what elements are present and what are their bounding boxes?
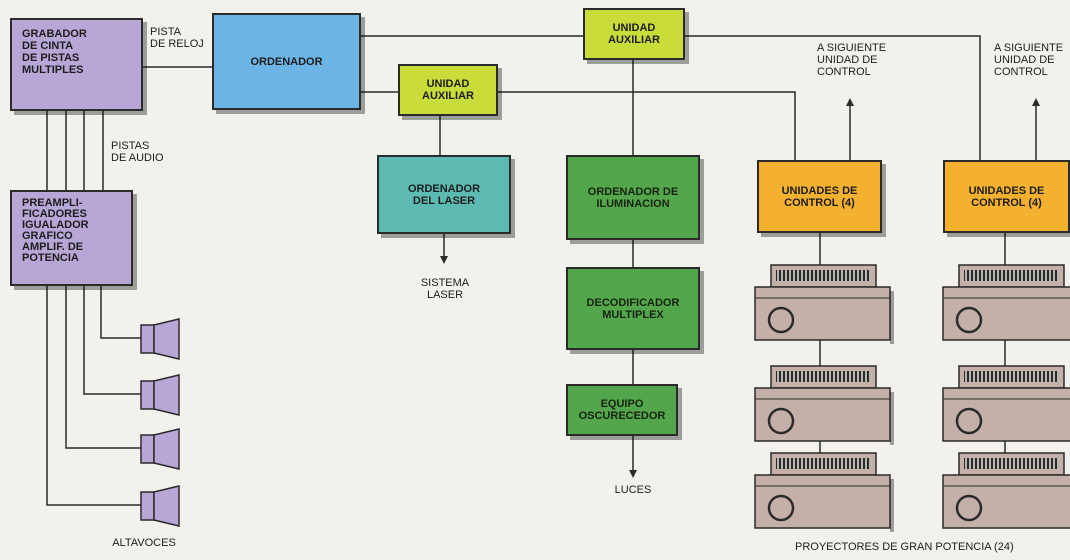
laser-computer: ORDENADOR DEL LASER — [377, 155, 511, 234]
dimmer-equipment: EQUIPO OSCURECEDOR — [566, 384, 678, 436]
projector-icon — [755, 453, 894, 532]
clock-track-label: PISTA DE RELOJ — [150, 26, 204, 50]
control-units-1: UNIDADES DE CONTROL (4) — [757, 160, 882, 233]
speakers-label: ALTAVOCES — [104, 537, 184, 549]
main-computer: ORDENADOR — [212, 13, 361, 110]
projectors-caption: PROYECTORES DE GRAN POTENCIA (24) — [795, 541, 1014, 553]
lights-label: LUCES — [603, 484, 663, 496]
control-units-2: UNIDADES DE CONTROL (4) — [943, 160, 1070, 233]
next-control-unit-label-1: A SIGUIENTE UNIDAD DE CONTROL — [817, 42, 886, 78]
laser-system-label: SISTEMA LASER — [410, 277, 480, 301]
projector-icon — [943, 265, 1070, 344]
projector-icon — [755, 366, 894, 445]
multiplex-decoder: DECODIFICADOR MULTIPLEX — [566, 267, 700, 350]
projector-icon — [943, 453, 1070, 532]
auxiliary-unit-1: UNIDAD AUXILIAR — [398, 64, 498, 116]
preamp-equalizer-amplifier: PREAMPLI- FICADORES IGUALADOR GRAFICO AM… — [10, 190, 133, 286]
projector-icon — [755, 265, 894, 344]
multitrack-tape-recorder: GRABADOR DE CINTA DE PISTAS MULTIPLES — [10, 18, 143, 111]
lighting-computer: ORDENADOR DE ILUMINACION — [566, 155, 700, 240]
projector-icon — [943, 366, 1070, 445]
next-control-unit-label-2: A SIGUIENTE UNIDAD DE CONTROL — [994, 42, 1063, 78]
audio-tracks-label: PISTAS DE AUDIO — [111, 140, 164, 164]
auxiliary-unit-2: UNIDAD AUXILIAR — [583, 8, 685, 60]
